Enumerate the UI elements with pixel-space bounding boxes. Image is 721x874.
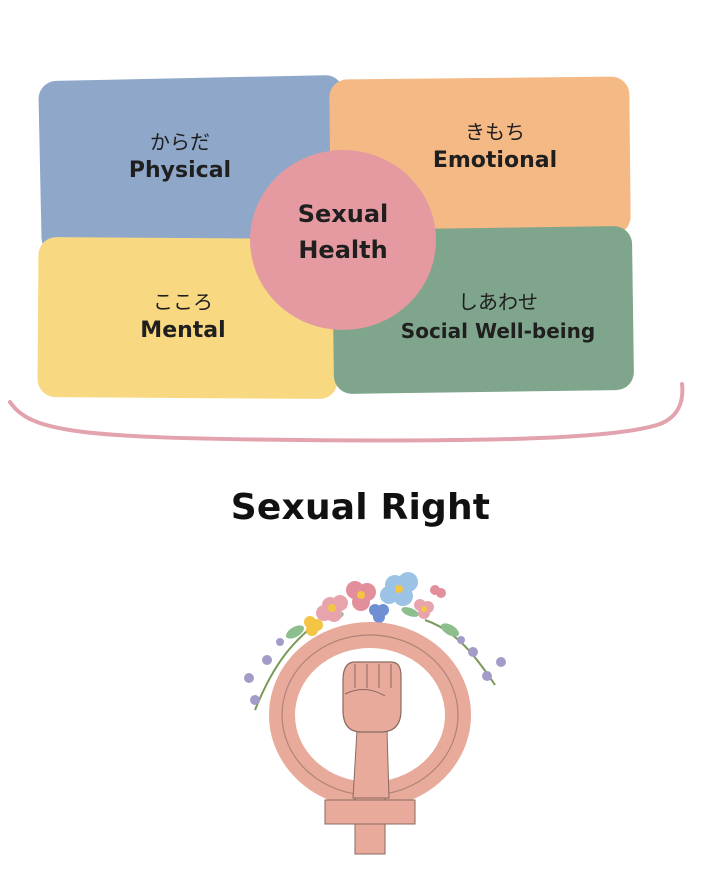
social-wellbeing-en-label: Social Well-being bbox=[400, 319, 596, 343]
emotional-label: きもち Emotional bbox=[410, 118, 580, 176]
female-fist-symbol-icon bbox=[244, 572, 506, 855]
sexual-health-label: Sexual Health bbox=[270, 196, 416, 268]
sexual-right-title: Sexual Right bbox=[230, 487, 491, 528]
social-wellbeing-label: しあわせ Social Well-being bbox=[378, 288, 618, 346]
physical-jp-label: からだ bbox=[150, 130, 210, 154]
physical-label: からだ Physical bbox=[100, 128, 260, 186]
flower-crown bbox=[304, 572, 446, 636]
mental-label: こころ Mental bbox=[98, 288, 268, 346]
sexual-health-circle bbox=[250, 150, 436, 330]
mental-en-label: Mental bbox=[140, 318, 226, 343]
center-label-line-2: Health bbox=[298, 236, 388, 264]
bracket-underline bbox=[8, 382, 685, 443]
physical-en-label: Physical bbox=[128, 158, 232, 183]
center-label-line-1: Sexual bbox=[297, 200, 389, 228]
mental-jp-label: こころ bbox=[153, 290, 213, 314]
emotional-jp-label: きもち bbox=[465, 120, 525, 144]
social-wellbeing-jp-label: しあわせ bbox=[458, 290, 538, 314]
emotional-en-label: Emotional bbox=[432, 148, 558, 173]
